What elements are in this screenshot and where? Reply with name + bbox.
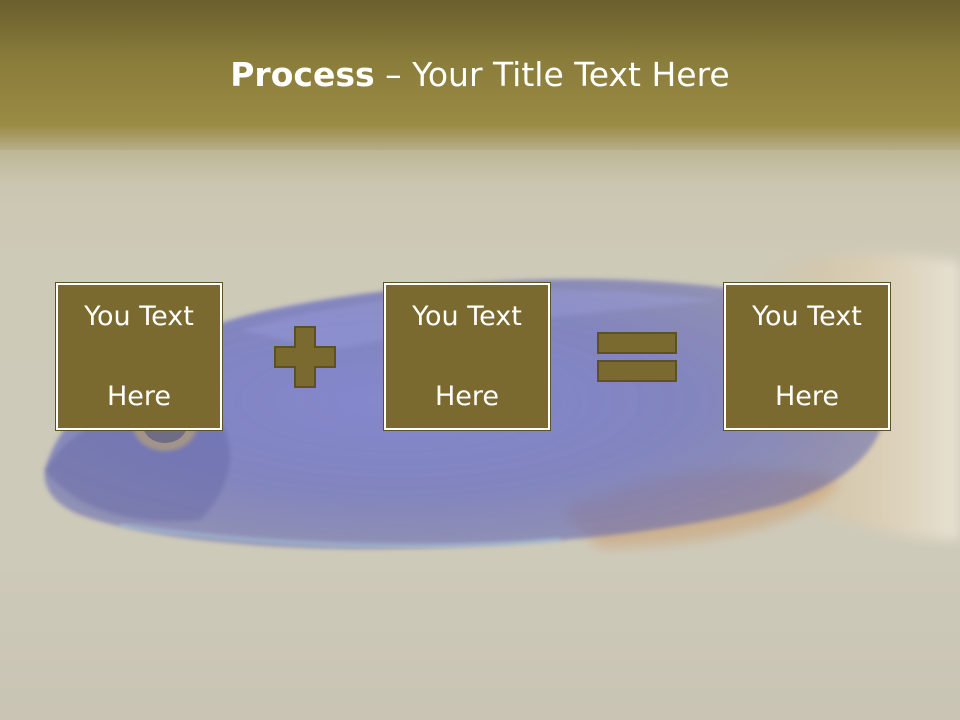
process-box-3-line1: You Text bbox=[752, 300, 862, 332]
process-box-1-line2: Here bbox=[106, 380, 172, 412]
title-bold-part: Process bbox=[230, 55, 375, 94]
title-rest-part: – Your Title Text Here bbox=[374, 55, 730, 94]
slide-title: Process – Your Title Text Here bbox=[0, 52, 960, 98]
process-box-3-line2: Here bbox=[774, 380, 840, 412]
plus-icon bbox=[274, 326, 336, 388]
equals-icon bbox=[597, 332, 677, 382]
process-box-2-line2: Here bbox=[434, 380, 500, 412]
process-box-1-line1: You Text bbox=[84, 300, 194, 332]
process-box-2-line1: You Text bbox=[412, 300, 522, 332]
